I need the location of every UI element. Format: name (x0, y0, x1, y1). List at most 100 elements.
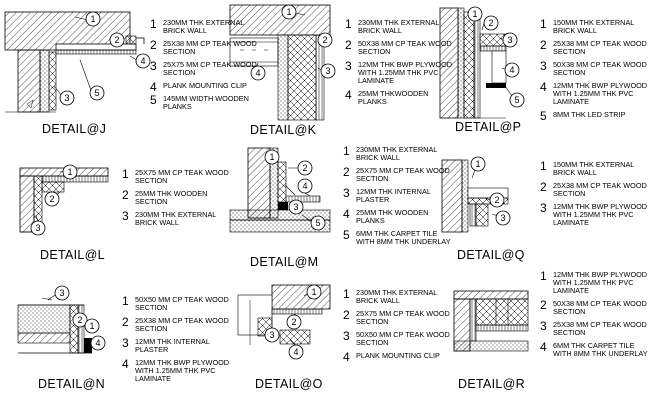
legend-text: 25MM THKWOODEN PLANKS (358, 89, 429, 106)
legend-text: 25X75 MM CP TEAK WOOD SECTION (356, 309, 450, 326)
legend-number: 1 (122, 294, 129, 308)
legend-item: 2 50X38 MM CP TEAK WOOD SECTION (345, 39, 455, 56)
legend-number: 4 (122, 357, 129, 371)
legend-number: 1 (540, 159, 547, 173)
legend-text: 12MM THK INTERNAL PLASTER (135, 337, 210, 354)
detail-j-drawing (4, 11, 151, 113)
detail-o-title: DETAIL@O (255, 377, 323, 391)
legend-number: 3 (343, 186, 350, 200)
legend-number: 4 (150, 80, 157, 94)
legend-number: 2 (540, 180, 547, 194)
legend-number: 2 (122, 315, 129, 329)
legend-text: 150MM THK EXTERNAL BRICK WALL (553, 18, 635, 35)
legend-text: 12MM THK BWP PLYWOOD WITH 1.25MM THK PVC… (553, 81, 648, 106)
legend-text: 25X38 MM CP TEAK WOOD SECTION (553, 39, 647, 56)
detail-m-drawing (229, 147, 331, 233)
detail-n-title: DETAIL@N (38, 377, 105, 391)
legend-text: 6MM THK CARPET TILE WITH 8MM THK UNDERLA… (356, 229, 451, 246)
detail-k-drawing (229, 4, 336, 121)
legend-text: 25MM THK WOODEN SECTION (135, 189, 208, 206)
legend-text: 230MM THK EXTERNAL BRICK WALL (135, 210, 217, 227)
legend-item: 3 25X38 MM CP TEAK WOOD SECTION (540, 320, 650, 337)
legend-text: 50X38 MM CP TEAK WOOD SECTION (553, 60, 647, 77)
detail-q-title: DETAIL@Q (457, 248, 525, 262)
detail-r-title: DETAIL@R (458, 377, 525, 391)
legend-item: 1 25X75 MM CP TEAK WOOD SECTION (122, 168, 232, 185)
detail-k-title: DETAIL@K (250, 123, 317, 137)
legend-number: 4 (540, 80, 547, 94)
detail-p-drawing (439, 6, 525, 119)
legend-number: 2 (122, 188, 129, 202)
detail-l-legend: 1 25X75 MM CP TEAK WOOD SECTION 2 25MM THK… (122, 168, 232, 231)
legend-item: 1 150MM THK EXTERNAL BRICK WALL (540, 160, 650, 177)
legend-text: 25X38 MM CP TEAK WOOD SECTION (553, 320, 647, 337)
legend-text: 12MM THK BWP PLYWOOD WITH 1.25MM THK PVC… (358, 60, 453, 85)
legend-text: 150MM THK EXTERNAL BRICK WALL (553, 160, 635, 177)
detail-l-drawing (19, 164, 109, 236)
legend-item: 3 12MM THK INTERNAL PLASTER (122, 337, 232, 354)
detail-j-title: DETAIL@J (42, 122, 107, 136)
legend-number: 3 (122, 209, 129, 223)
legend-number: 3 (540, 201, 547, 215)
legend-number: 5 (540, 109, 547, 123)
legend-item: 3 50X38 MM CP TEAK WOOD SECTION (540, 60, 650, 77)
detail-l-title: DETAIL@L (40, 248, 105, 262)
legend-text: 230MM THK EXTERNAL BRICK WALL (356, 288, 438, 305)
legend-number: 1 (343, 144, 350, 158)
detail-m-title: DETAIL@M (250, 255, 319, 269)
legend-number: 5 (150, 93, 157, 107)
legend-number: 3 (122, 336, 129, 350)
legend-text: 50X38 MM CP TEAK WOOD SECTION (358, 39, 452, 56)
legend-number: 2 (343, 165, 350, 179)
detail-p-title: DETAIL@P (455, 120, 522, 134)
legend-item: 4 12MM THK BWP PLYWOOD WITH 1.25MM THK PV… (122, 358, 232, 383)
legend-number: 1 (122, 167, 129, 181)
legend-text: 145MM WIDTH WOODEN PLANKS (163, 94, 249, 111)
legend-text: 25MM THK WOODEN PLANKS (356, 208, 429, 225)
legend-number: 3 (540, 319, 547, 333)
legend-item: 4 25MM THK WOODEN PLANKS (343, 208, 453, 225)
legend-item: 5 145MM WIDTH WOODEN PLANKS (150, 94, 260, 111)
legend-item: 1 230MM THK EXTERNAL BRICK WALL (343, 145, 453, 162)
legend-text: 25X75 MM CP TEAK WOOD SECTION (356, 166, 450, 183)
legend-text: 12MM THK BWP PLYWOOD WITH 1.25MM THK PVC… (553, 270, 648, 295)
legend-number: 4 (540, 340, 547, 354)
legend-number: 2 (150, 38, 157, 52)
detail-q-drawing (441, 156, 511, 233)
legend-item: 1 230MM THK EXTERNAL BRICK WALL (150, 18, 260, 35)
legend-text: PLANK MOUNTING CLIP (356, 351, 440, 360)
detail-m-legend: 1 230MM THK EXTERNAL BRICK WALL 2 25X75 MM… (343, 145, 453, 250)
detail-n-drawing (17, 285, 106, 354)
legend-number: 1 (150, 17, 157, 31)
detail-o-drawing (237, 284, 331, 360)
legend-text: 12MM THK BWP PLYWOOD WITH 1.25MM THK PVC… (135, 358, 230, 383)
legend-number: 3 (540, 59, 547, 73)
legend-text: 25X75 MM CP TEAK WOOD SECTION (135, 168, 229, 185)
legend-number: 2 (343, 308, 350, 322)
legend-text: 230MM THK EXTERNAL BRICK WALL (163, 18, 245, 35)
legend-number: 4 (343, 207, 350, 221)
legend-text: 230MM THK EXTERNAL BRICK WALL (356, 145, 438, 162)
legend-number: 2 (345, 38, 352, 52)
legend-number: 2 (540, 298, 547, 312)
